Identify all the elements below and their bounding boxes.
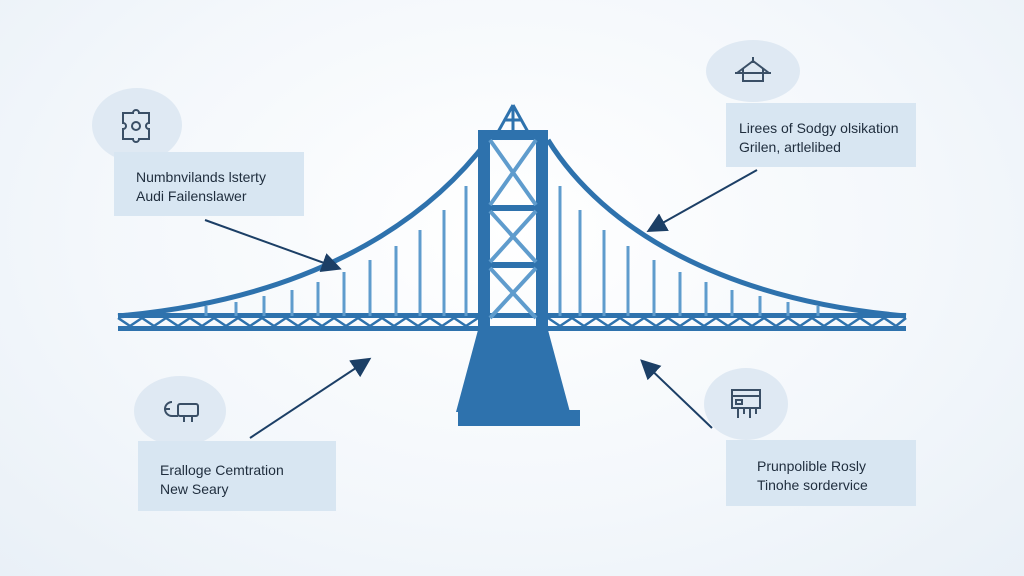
callout-arrows bbox=[204, 169, 758, 439]
callout-line: New Seary bbox=[160, 481, 229, 497]
callout-line: Numbnvilands lsterty bbox=[136, 169, 266, 185]
house-roof-icon bbox=[706, 40, 800, 102]
bridge-suspenders bbox=[204, 186, 820, 316]
bridge-deck bbox=[117, 313, 907, 331]
callout-label-bottom-right: Prunpolible Rosly Tinohe sordervice bbox=[726, 440, 916, 506]
circuit-board-icon bbox=[704, 368, 788, 440]
arrow-top-right bbox=[646, 169, 758, 232]
callout-line: Eralloge Cemtration bbox=[160, 462, 284, 478]
arrow-top-left bbox=[204, 219, 342, 272]
callout-line: Lirees of Sodgy olsikation bbox=[739, 120, 899, 136]
callout-line: Tinohe sordervice bbox=[757, 477, 868, 493]
arrow-bottom-left bbox=[249, 357, 372, 439]
bridge-cables bbox=[117, 138, 907, 319]
callout-label-bottom-left: Eralloge Cemtration New Seary bbox=[138, 441, 336, 511]
callout-label-top-right: Lirees of Sodgy olsikation Grilen, artle… bbox=[726, 103, 916, 167]
callout-line: Audi Failenslawer bbox=[136, 188, 247, 204]
puzzle-gear-icon bbox=[92, 88, 182, 162]
callout-line: Grilen, artlelibed bbox=[739, 139, 841, 155]
callout-line: Prunpolible Rosly bbox=[757, 458, 866, 474]
callout-label-top-left: Numbnvilands lsterty Audi Failenslawer bbox=[114, 152, 304, 216]
key-link-icon bbox=[134, 376, 226, 446]
arrow-bottom-right bbox=[640, 359, 713, 429]
bridge-tower bbox=[456, 104, 580, 426]
